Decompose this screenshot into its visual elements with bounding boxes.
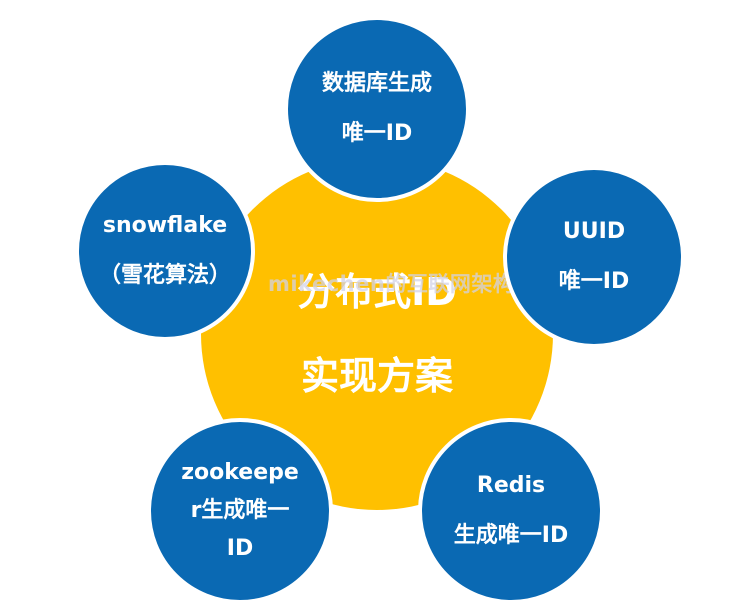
node-snowflake: snowflake （雪花算法） xyxy=(75,161,255,341)
node-snowflake-line2: （雪花算法） xyxy=(98,263,231,288)
node-uuid-line1: UUID xyxy=(562,219,626,244)
node-zookeeper: zookeepe r生成唯一 ID xyxy=(147,418,333,604)
node-database-line1: 数据库生成 xyxy=(321,71,432,96)
node-redis-line2: 生成唯一ID xyxy=(453,523,569,548)
node-database-line2: 唯一ID xyxy=(341,121,413,146)
node-redis-line1: Redis xyxy=(476,473,546,498)
node-snowflake-line1: snowflake xyxy=(102,213,228,238)
node-database: 数据库生成 唯一ID xyxy=(284,16,470,202)
node-uuid-line2: 唯一ID xyxy=(558,269,630,294)
node-zookeeper-line3: ID xyxy=(226,536,254,561)
node-uuid: UUID 唯一ID xyxy=(503,166,685,348)
center-title-line2: 实现方案 xyxy=(300,354,453,398)
center-title-line1: 分布式ID xyxy=(297,270,457,314)
node-redis: Redis 生成唯一ID xyxy=(418,418,604,604)
node-zookeeper-line2: r生成唯一 xyxy=(190,498,290,523)
node-zookeeper-line1: zookeepe xyxy=(181,460,299,485)
watermark: mikechen的互联网架构 xyxy=(268,272,515,296)
